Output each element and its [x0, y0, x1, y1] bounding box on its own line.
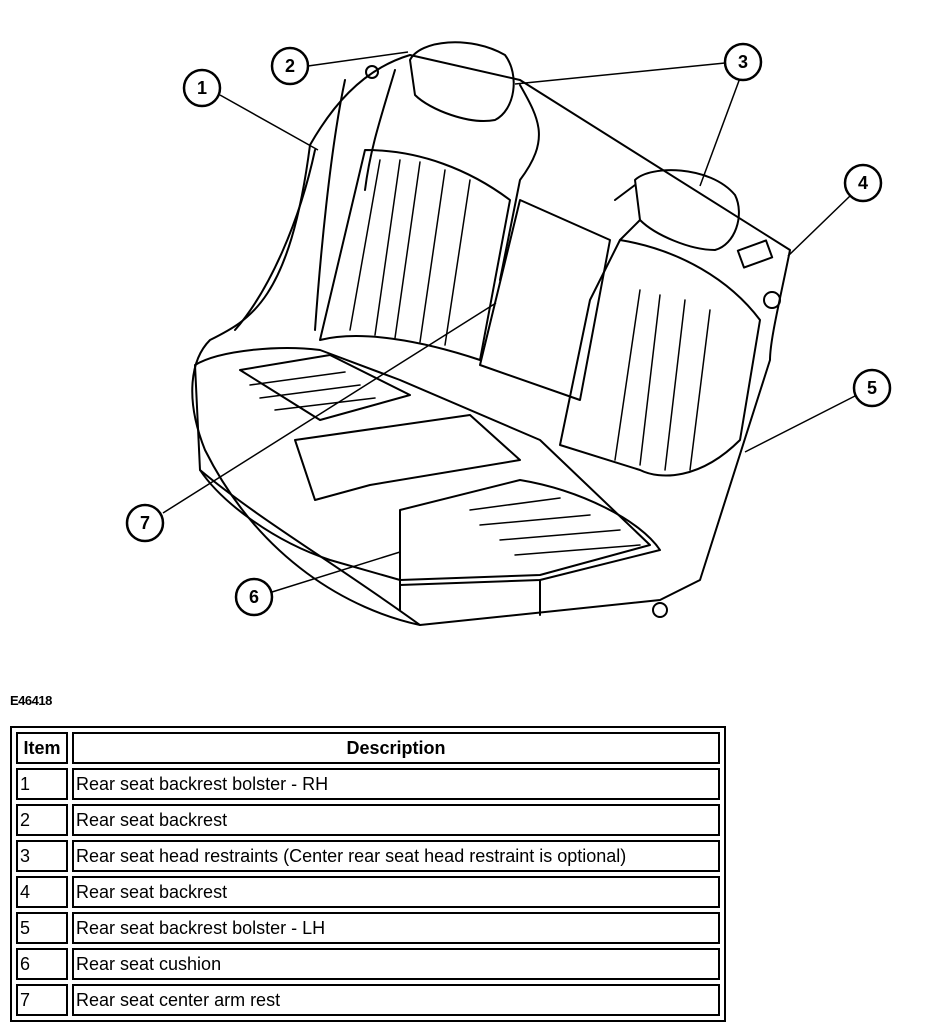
leader-6 [271, 551, 401, 593]
row-item: 6 [16, 948, 68, 980]
table-header-row: Item Description [16, 732, 720, 764]
cushion-pleats [249, 371, 641, 556]
header-item: Item [16, 732, 68, 764]
table-row: 5 Rear seat backrest bolster - LH [16, 912, 720, 944]
callout-1-label: 1 [197, 78, 207, 98]
row-description: Rear seat backrest [72, 876, 720, 908]
callout-3: 3 [723, 42, 763, 82]
foot-clip [652, 602, 668, 618]
row-description: Rear seat backrest bolster - LH [72, 912, 720, 944]
callout-6: 6 [234, 577, 274, 617]
leader-5 [744, 395, 856, 453]
row-description: Rear seat backrest bolster - RH [72, 768, 720, 800]
backrest-pleats [349, 159, 711, 471]
head-restraint-post [614, 184, 641, 241]
head-restraint-left [634, 169, 740, 251]
row-description: Rear seat backrest [72, 804, 720, 836]
row-item: 1 [16, 768, 68, 800]
row-description: Rear seat head restraints (Center rear s… [72, 840, 720, 872]
cushion-outline [194, 347, 651, 581]
backrest-right-panel [559, 239, 761, 477]
header-description: Description [72, 732, 720, 764]
leader-4 [787, 195, 851, 257]
row-description: Rear seat cushion [72, 948, 720, 980]
callout-7-label: 7 [140, 513, 150, 533]
row-description: Rear seat center arm rest [72, 984, 720, 1016]
latch-knob [763, 291, 781, 309]
latch-right [736, 239, 774, 269]
callout-3-label: 3 [738, 52, 748, 72]
cushion-right-section [399, 479, 661, 586]
table-row: 2 Rear seat backrest [16, 804, 720, 836]
callout-2: 2 [270, 46, 310, 86]
row-item: 5 [16, 912, 68, 944]
callout-6-label: 6 [249, 587, 259, 607]
backrest-upper-edge [364, 69, 540, 281]
backrest-left-panel [319, 149, 511, 361]
callout-5: 5 [852, 368, 892, 408]
callout-7: 7 [125, 503, 165, 543]
row-item: 3 [16, 840, 68, 872]
callout-4: 4 [843, 163, 883, 203]
table-row: 1 Rear seat backrest bolster - RH [16, 768, 720, 800]
row-item: 4 [16, 876, 68, 908]
row-item: 7 [16, 984, 68, 1016]
table-row: 6 Rear seat cushion [16, 948, 720, 980]
figure-id-label: E46418 [10, 693, 52, 708]
parts-table: Item Description 1 Rear seat backrest bo… [10, 726, 726, 1022]
leader-3b [699, 77, 741, 187]
table-row: 7 Rear seat center arm rest [16, 984, 720, 1016]
callout-1: 1 [182, 68, 222, 108]
leader-7 [162, 302, 497, 514]
head-restraint-center [409, 41, 515, 122]
backrest-outline [191, 54, 791, 626]
callout-2-label: 2 [285, 56, 295, 76]
cushion-center-section [294, 414, 521, 501]
right-bolster [234, 79, 346, 331]
belt-buckle [365, 65, 379, 79]
seat-diagram: 1 2 3 4 5 6 7 [125, 41, 892, 626]
callout-4-label: 4 [858, 173, 868, 193]
seat-diagram-svg: 1 2 3 4 5 6 7 [125, 41, 892, 626]
cushion-front-edge [199, 469, 541, 626]
leader-2 [307, 51, 409, 67]
callout-5-label: 5 [867, 378, 877, 398]
cushion-left-section [239, 354, 411, 421]
backrest-center-panel [479, 199, 611, 401]
row-item: 2 [16, 804, 68, 836]
leader-3a [514, 62, 726, 85]
leader-1 [219, 94, 319, 151]
table-row: 4 Rear seat backrest [16, 876, 720, 908]
table-row: 3 Rear seat head restraints (Center rear… [16, 840, 720, 872]
